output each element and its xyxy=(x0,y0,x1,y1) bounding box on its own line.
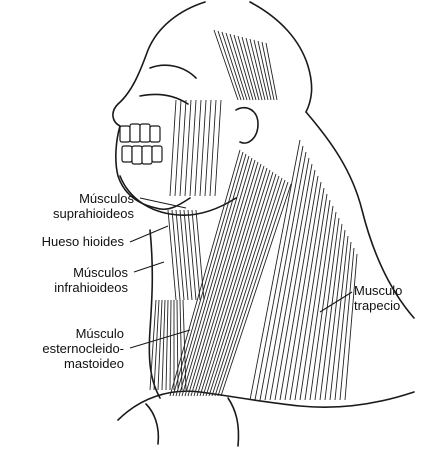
lower-neck-fibre xyxy=(162,300,165,390)
label-infrahioideos: Músculos infrahioideos xyxy=(0,265,128,295)
temporal-fibre xyxy=(222,32,244,100)
masseter-fibre xyxy=(170,100,176,196)
sternum-outline xyxy=(146,404,158,444)
masseter-fibre xyxy=(195,100,201,196)
label-suprahioideos: Músculos suprahioideos xyxy=(0,191,134,221)
label-line: Musculo xyxy=(354,283,428,298)
hyoid-fibre xyxy=(196,210,204,300)
trapezius-fibre xyxy=(250,140,300,400)
hyoid-fibre xyxy=(184,210,192,300)
label-line: Músculos xyxy=(0,191,134,206)
occipital-outline xyxy=(250,2,312,112)
label-line: esternocleido- xyxy=(0,341,124,356)
masseter-fibre xyxy=(210,100,216,196)
label-line: Músculos xyxy=(0,265,128,280)
label-line: infrahioideos xyxy=(0,280,128,295)
label-esternocleidomastoideo: Músculo esternocleido- mastoideo xyxy=(0,326,124,371)
label-hioides: Hueso hioides xyxy=(0,234,124,249)
label-line: trapecio xyxy=(354,298,428,313)
masseter-fibre xyxy=(215,100,221,196)
teeth-group xyxy=(120,124,162,164)
label-line: Hueso hioides xyxy=(0,234,124,249)
hyoid-fibre xyxy=(188,210,196,300)
hyoid-fibre xyxy=(172,210,180,300)
label-line: mastoideo xyxy=(0,356,124,371)
lower-neck-fibre xyxy=(170,300,171,390)
mandible-outline xyxy=(120,176,236,215)
temporal-fibre xyxy=(262,42,274,100)
masseter-fibre xyxy=(190,100,196,196)
trapezius-fibre xyxy=(335,242,351,400)
lower-neck-fibre xyxy=(180,300,182,390)
lower-neck-fibre xyxy=(166,300,168,390)
leader-infrahioideos xyxy=(134,262,164,272)
trapezius-fibre xyxy=(265,158,309,400)
temporal-fibre xyxy=(254,40,268,100)
label-trapecio: Musculo trapecio xyxy=(354,283,428,313)
trapezius-fibre xyxy=(330,236,348,400)
masseter-fibre xyxy=(175,100,181,196)
temporal-fibre xyxy=(250,39,265,100)
ear-outline xyxy=(236,108,258,143)
lower-neck-fibre xyxy=(177,300,178,390)
trapezius-fibre xyxy=(260,152,306,400)
leader-hioides xyxy=(130,226,168,242)
hyoid-fibre xyxy=(168,210,176,300)
hyoid-fibre xyxy=(192,210,200,300)
cheekbone-outline xyxy=(140,65,196,104)
hyoid-fibre xyxy=(180,210,188,300)
temporal-fibre xyxy=(214,30,238,100)
masseter-fibre xyxy=(205,100,211,196)
masseter-fibre xyxy=(185,100,191,196)
temporal-fibre xyxy=(218,31,241,100)
hyoid-fibre xyxy=(176,210,184,300)
masseter-fibre xyxy=(180,100,186,196)
label-line: suprahioideos xyxy=(0,206,134,221)
masseter-fibre xyxy=(200,100,206,196)
label-line: Músculo xyxy=(0,326,124,341)
trapezius-fibre xyxy=(295,194,327,400)
shoulder-outline xyxy=(228,398,239,446)
